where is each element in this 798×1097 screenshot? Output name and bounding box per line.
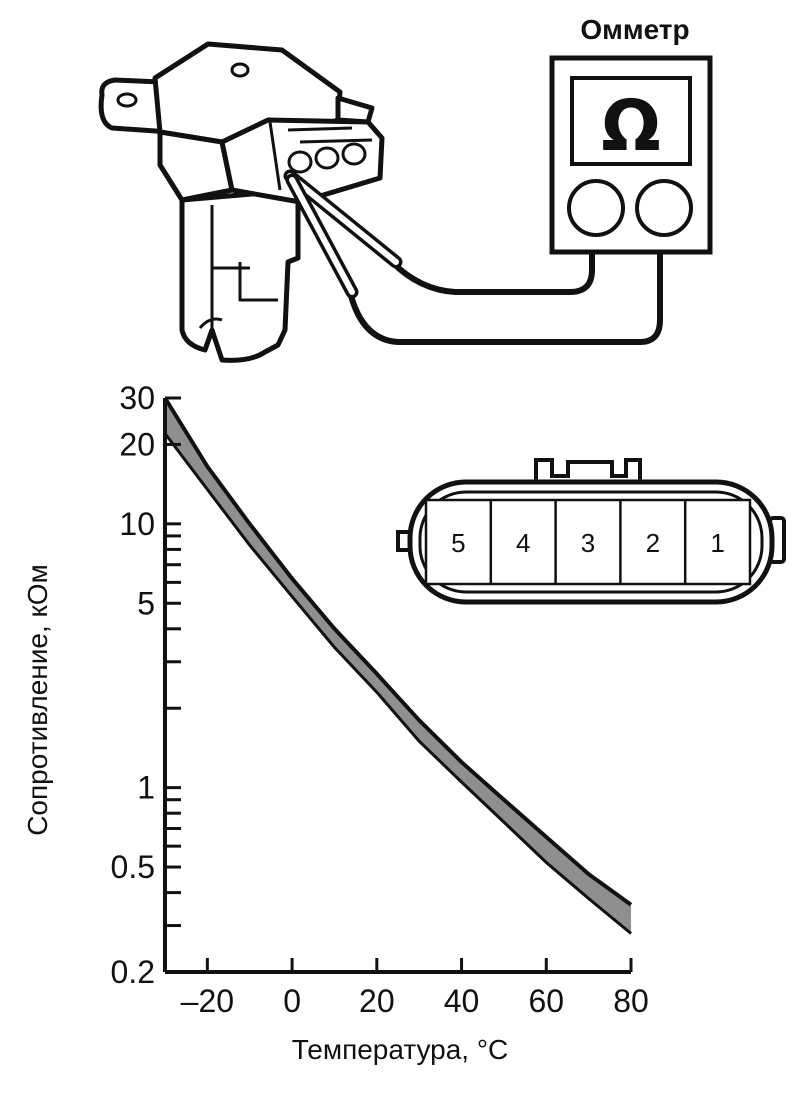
ohmmeter-display	[570, 76, 692, 166]
ohmmeter: Ω	[549, 55, 713, 255]
x-tick-label: 20	[359, 983, 395, 1019]
x-tick-label: 80	[613, 983, 649, 1019]
probe-wire-1	[389, 249, 595, 295]
y-axis-ticks: 0.2 0.5 1 5 10 20 30	[111, 380, 181, 990]
connector-pin-label: 2	[646, 528, 660, 558]
y-axis-label: Сопротивление, кОм	[22, 564, 53, 836]
sensor-illustration	[98, 41, 385, 363]
y-tick-label: 30	[119, 380, 155, 416]
housing-hole	[230, 62, 250, 78]
sensor-housing-front	[157, 129, 235, 203]
y-tick-label: 10	[119, 506, 155, 542]
sensor-pin-socket-3	[341, 142, 367, 166]
x-axis-label: Температура, °C	[291, 1034, 509, 1065]
probe-1-core	[287, 173, 399, 265]
connector-pin-label: 1	[710, 528, 724, 558]
y-tick-label: 20	[119, 426, 155, 462]
probe-2-core	[289, 177, 355, 295]
flange-hole	[116, 92, 138, 108]
ohm-symbol: Ω	[601, 85, 661, 167]
resistance-chart: 0.2 0.5 1 5 10 20 30 –20 0 20 40 60 80	[111, 380, 649, 1019]
connector-pinout: 5 4 3 2 1	[396, 458, 786, 605]
connector-pins: 5 4 3 2 1	[451, 500, 725, 584]
ohmmeter-title: Омметр	[580, 14, 690, 45]
x-tick-label: 60	[528, 983, 564, 1019]
connector-pin-label: 5	[451, 528, 465, 558]
resistance-band-upper-edge	[163, 396, 633, 907]
x-tick-label: 40	[444, 983, 480, 1019]
y-tick-label: 1	[137, 770, 155, 806]
y-tick-label: 0.2	[111, 954, 155, 990]
test-probes	[283, 169, 663, 345]
sensor-lower-detail	[198, 205, 278, 330]
connector-pin-label: 3	[581, 528, 595, 558]
resistance-band	[165, 398, 631, 934]
sensor-pin-socket-2	[314, 146, 340, 170]
connector-pin-label: 4	[516, 528, 530, 558]
resistance-band-lower-edge	[163, 432, 632, 935]
sensor-connector-ribs	[268, 121, 373, 191]
sensor-pin-socket-1	[287, 150, 313, 174]
ohmmeter-jack-left	[567, 179, 625, 237]
x-axis-ticks: –20 0 20 40 60 80	[181, 958, 649, 1019]
connector-pin-area	[424, 498, 752, 586]
x-tick-label: –20	[181, 983, 234, 1019]
housing-tab	[335, 95, 375, 125]
y-tick-label: 0.5	[111, 849, 155, 885]
y-tick-label: 5	[137, 585, 155, 621]
x-tick-label: 0	[283, 983, 301, 1019]
probe-wire-2	[347, 249, 663, 345]
ohmmeter-jack-right	[635, 179, 693, 237]
